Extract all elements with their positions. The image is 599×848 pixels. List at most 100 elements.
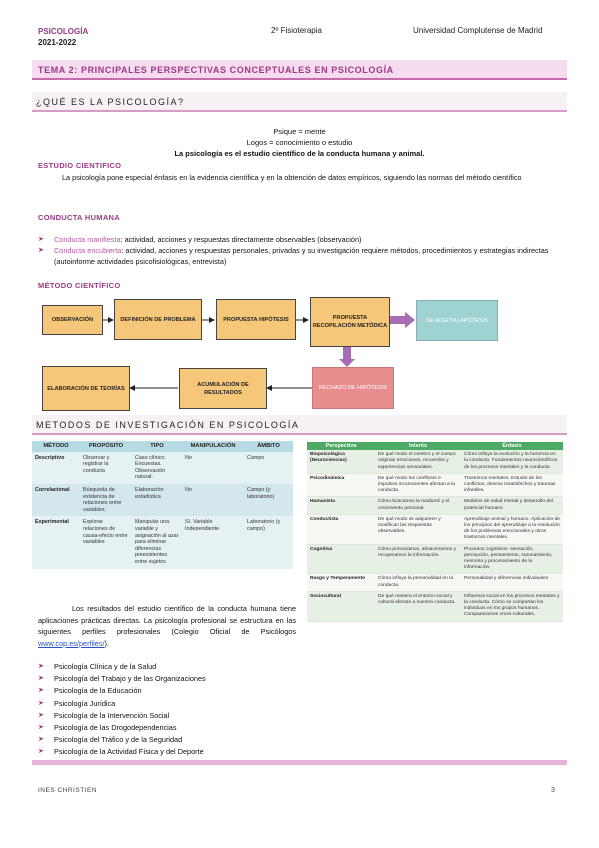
table-cell: Correlacional [32,483,80,517]
list-item: ➤ Conducta manifiesta: actividad, accion… [38,234,563,245]
table-row: Rasgo y Temperamento Cómo influye la per… [307,573,563,592]
page-number: 3 [551,787,555,794]
profile-label: Psicología del Trabajo y de las Organiza… [54,674,206,684]
table-cell: Elaboración estadística [132,483,182,517]
table-row: Biopsicológica (Neurociencias) De qué mo… [307,450,563,474]
topic-title-band: TEMA 2: PRINCIPALES PERSPECTIVAS CONCEPT… [32,60,567,80]
table-cell: Caso clínico. Encuestas. Observación nat… [132,451,182,484]
subject-label: PSICOLOGÍA [38,27,89,36]
section-research-methods: METODOS DE INVESTIGACIÓN EN PSICOLOGÍA [32,415,567,435]
table-cell: Conductista [307,514,375,545]
definition-line-logos: Logos = conocimiento o estudio [246,138,353,147]
list-item: ➤Psicología de la Actividad Física y del… [38,746,298,758]
table-row: Sociocultural De qué manera el entorno s… [307,591,563,622]
arrow-bullet-icon: ➤ [38,736,44,744]
profile-label: Psicología del Tráfico y de la Seguridad [54,735,183,745]
section-title: ¿QUÉ ES LA PSICOLOGÍA? [36,97,185,107]
column-header: Interés [375,442,461,451]
table-cell: De qué modo se adquieren y modifican las… [375,514,461,545]
section-title: METODOS DE INVESTIGACIÓN EN PSICOLOGÍA [36,420,300,430]
table-header-row: MÉTODO PROPÓSITO TIPO MANIPULACIÓN ÁMBIT… [32,441,293,452]
table-row: Conductista De qué modo se adquieren y m… [307,514,563,545]
list-item: ➤ Psicología del Trabajo y de las Organiz… [38,673,298,685]
header-subject-block: PSICOLOGÍA 2021-2022 [38,26,88,48]
table-cell: Personalidad y diferencias individuales [461,573,563,592]
table-cell: Cómo procesamos, almacenamos y recuperam… [375,544,461,575]
table-cell: Trastornos mentales. Estudio de los conf… [461,473,563,498]
step-acepta-hipotesis: SE ACEPTA HIPÓTESIS [416,300,498,341]
definition-line-psique: Psique = mente [273,127,326,136]
table-cell: De qué manera el entorno social y cultur… [375,591,461,622]
column-header: Perspectiva [307,442,375,451]
table-cell: Procesos cognitivos: sensación, percepci… [461,544,563,575]
step-rechazo-hipotesis: RECHAZO DE HIPÓTESIS [312,367,394,409]
profile-label: Psicología de la Educación [54,686,142,696]
table-cell: No [182,451,244,484]
results-paragraph: Los resultados del estudio científico de… [38,603,296,649]
column-header: ÁMBITO [244,441,293,452]
column-header: Énfasis [461,442,563,451]
estudio-heading: ESTUDIO CIENTIFICO [38,161,122,170]
arrow-bullet-icon: ➤ [38,236,44,243]
section-what-is-psychology: ¿QUÉ ES LA PSICOLOGÍA? [32,92,567,112]
table-cell: De qué modo los conflictos e impulsos in… [375,473,461,498]
list-item: ➤ Psicología de la Intervención Social [38,710,298,722]
arrow-bullet-icon: ➤ [38,711,44,719]
cop-profiles-link[interactable]: www.cop.es/perfiles/ [38,638,105,648]
table-cell: No [182,483,244,517]
table-cell: Experimental [32,516,80,569]
arrow-bullet-icon: ➤ [38,247,44,254]
conducta-heading: CONDUCTA HUMANA [38,213,120,222]
list-item: ➤ Psicología de la Educación [38,685,298,697]
table-row: Cognitiva Cómo procesamos, almacenamos y… [307,544,563,575]
arrow-bullet-icon: ➤ [38,675,44,683]
metodo-heading: MÉTODO CIENTÍFICO [38,281,121,290]
column-header: TIPO [132,441,182,452]
table-row: Humanista Cómo buscamos la madurez y el … [307,496,563,515]
table-cell: Cómo influye la evolución y la herencia … [461,450,563,474]
table-cell: Sí. Variable Independiente [182,516,244,569]
paragraph-end: ). [104,638,109,648]
table-cell: Humanista [307,496,375,515]
table-cell: Manipular una variable y asignación al a… [132,516,182,569]
table-cell: Cognitiva [307,544,375,575]
table-cell: Rasgo y Temperamento [307,573,375,592]
topic-title: TEMA 2: PRINCIPALES PERSPECTIVAS CONCEPT… [38,65,394,75]
table-cell: Observar y registrar la conducta [80,451,132,484]
profile-label: Psicología de la Actividad Física y del … [54,747,204,757]
list-item: ➤Psicología de las Drogodependencias [38,722,298,734]
table-cell: Sociocultural [307,591,375,622]
methods-table: MÉTODO PROPÓSITO TIPO MANIPULACIÓN ÁMBIT… [32,441,293,569]
table-cell: Campo (y laboratorio) [244,483,293,517]
arrow-bullet-icon: ➤ [38,687,44,695]
arrow-bullet-icon: ➤ [38,699,44,707]
profiles-list: ➤Psicología Clínica y de la Salud ➤Psico… [38,661,298,759]
table-cell: De qué modo el cerebro y el cuerpo origi… [375,450,461,474]
definition-line-psychology: La psicología es el estudio científico d… [174,149,425,158]
profile-label: Psicología Jurídica [54,698,116,708]
table-cell: Laboratorio (y campo) [244,516,293,569]
list-item: ➤ Psicología Jurídica [38,698,298,710]
step-propuesta-recopilacion: PROPUESTA RECOPILACIÓN METÓDICA [310,297,390,347]
profile-label: Psicología Clínica y de la Salud [54,662,157,671]
profile-label: Psicología de la Intervención Social [54,710,170,720]
paragraph-text: Los resultados del estudio científico de… [38,604,296,636]
table-cell: Influencia social en los procesos mental… [461,591,563,622]
table-header-row: Perspectiva Interés Énfasis [307,442,563,451]
table-cell: Modelos de salud mental y desarrollo del… [461,496,563,515]
conducta-term: Conducta manifiesta [54,235,121,244]
table-row: Psicodinámica De qué modo los conflictos… [307,473,563,498]
footer-author: INES CHRISTIEN [38,787,98,794]
table-cell: Búsqueda de existencia de relaciones ent… [80,483,132,517]
conducta-desc: : actividad, acciones y respuestas direc… [120,235,362,244]
footer-divider [32,760,567,765]
step-definicion: DEFINICIÓN DE PROBLEMA [114,299,202,340]
list-item: ➤ Psicología del Tráfico y de la Segurida… [38,734,298,746]
step-acumulacion: ACUMULACIÓN DE RESULTADOS [179,368,267,409]
step-elaboracion: ELABORACIÓN DE TEORÍAS [42,366,130,411]
accept-arrow [390,312,415,328]
table-cell: Cómo buscamos la madurez y el crecimient… [375,496,461,515]
course-label: 2º Fisioterapia [271,26,322,35]
table-cell: Psicodinámica [307,473,375,498]
table-cell: Campo [244,451,293,484]
